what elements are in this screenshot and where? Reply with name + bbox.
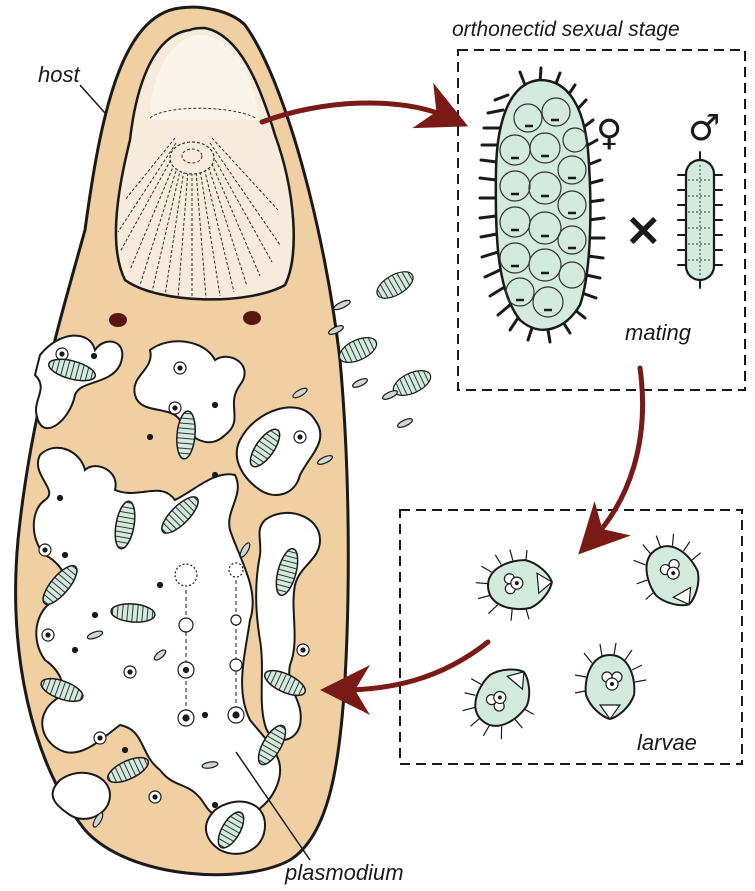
male-orthonectid [678, 152, 722, 288]
larva-3 [447, 649, 550, 753]
mating-label: mating [625, 320, 692, 345]
cross-symbol: × [624, 202, 663, 256]
larva-2 [621, 521, 720, 622]
larva-1 [473, 546, 555, 623]
arrow-larvae-to-host [340, 642, 488, 690]
host-label: host [38, 62, 80, 87]
female-orthonectid [480, 68, 604, 342]
host-label-leader [80, 85, 105, 113]
larvae-box [400, 510, 742, 764]
male-symbol: ♂ [688, 108, 720, 149]
arrow-mating-to-larvae [592, 368, 643, 540]
host-eye-right [243, 311, 261, 325]
plasmodium-label: plasmodium [284, 860, 404, 885]
larva-4 [575, 643, 646, 719]
arrow-host-to-sexual-stage [262, 103, 450, 122]
female-symbol: ♀ [596, 113, 622, 154]
larvae-label: larvae [637, 730, 697, 755]
host-eye-left [109, 313, 127, 327]
sexual-stage-title: orthonectid sexual stage [452, 18, 680, 41]
